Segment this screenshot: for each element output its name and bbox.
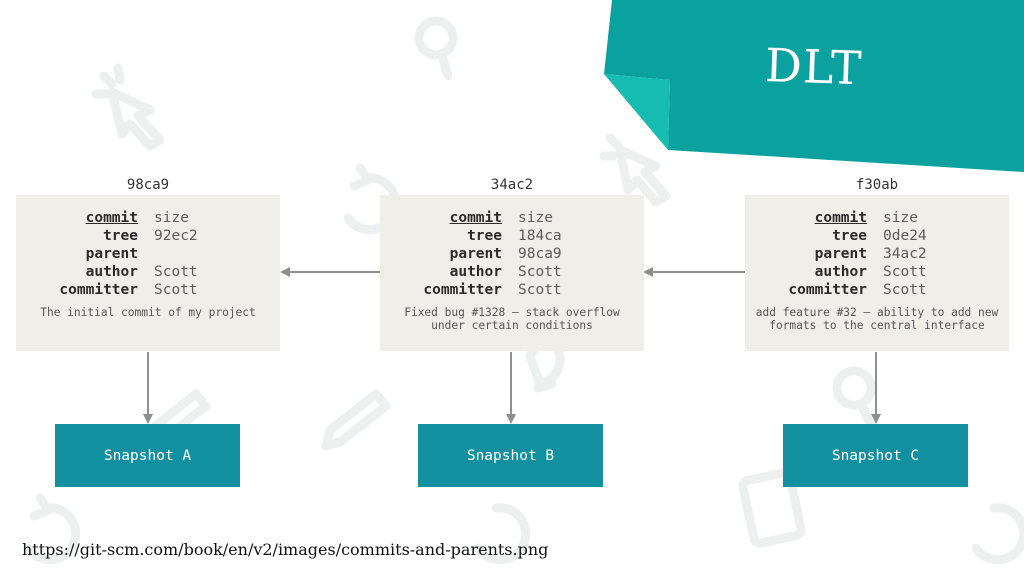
commit-message: Fixed bug #1328 – stack overflow under c…	[388, 306, 636, 332]
field-value: Scott	[518, 282, 562, 298]
field-value: size	[518, 210, 553, 226]
field-value: Scott	[518, 264, 562, 280]
commit-sha-98ca9: 98ca9	[126, 177, 170, 193]
field-key: commit	[814, 210, 867, 226]
field-value: 0de24	[883, 228, 927, 244]
field-value: size	[883, 210, 918, 226]
field-key: committer	[59, 282, 138, 298]
field-key: tree	[467, 228, 502, 244]
field-value: Scott	[883, 282, 927, 298]
commit-message-line: Fixed bug #1328 – stack overflow	[404, 306, 620, 319]
field-key: author	[449, 264, 502, 280]
commit-message-line: formats to the central interface	[769, 319, 985, 332]
field-key: parent	[814, 246, 867, 262]
refresh-icon	[971, 503, 1024, 565]
field-key: parent	[85, 246, 138, 262]
commit-message: The initial commit of my project	[24, 306, 272, 319]
field-value: Scott	[154, 264, 198, 280]
banner-shape	[604, 0, 1024, 172]
field-key: author	[814, 264, 867, 280]
pencil-icon	[321, 389, 391, 451]
commit-message: add feature #32 – ability to add new for…	[753, 306, 1001, 332]
field-value: Scott	[154, 282, 198, 298]
refresh-icon	[473, 503, 531, 565]
field-key: tree	[832, 228, 867, 244]
refresh-icon	[23, 493, 81, 565]
field-value: 34ac2	[883, 246, 927, 262]
field-key: parent	[449, 246, 502, 262]
field-key: committer	[423, 282, 502, 298]
banner-fold	[604, 74, 670, 150]
field-key: commit	[449, 210, 502, 226]
field-value: 184ca	[518, 228, 562, 244]
snapshot-a: Snapshot A	[55, 424, 240, 487]
phone-icon	[738, 468, 806, 548]
commit-message-line: under certain conditions	[431, 319, 593, 332]
field-key: tree	[103, 228, 138, 244]
field-key: commit	[85, 210, 138, 226]
snapshot-b: Snapshot B	[418, 424, 603, 487]
field-value: Scott	[883, 264, 927, 280]
magnifier-icon	[414, 16, 458, 81]
commit-sha-34ac2: 34ac2	[490, 177, 534, 193]
field-value: size	[154, 210, 189, 226]
field-value: 98ca9	[518, 246, 562, 262]
title-banner	[604, 0, 1024, 172]
commit-sha-f30ab: f30ab	[855, 177, 899, 193]
cursor-icon	[91, 63, 165, 151]
field-value: 92ec2	[154, 228, 198, 244]
source-url-caption: https://git-scm.com/book/en/v2/images/co…	[22, 540, 549, 559]
cursor-icon	[599, 133, 671, 207]
field-key: author	[85, 264, 138, 280]
commit-message-line: add feature #32 – ability to add new	[755, 306, 999, 319]
commit-message-line: The initial commit of my project	[40, 306, 256, 319]
magnifier-icon	[832, 366, 876, 429]
snapshot-c: Snapshot C	[783, 424, 968, 487]
field-key: committer	[788, 282, 867, 298]
